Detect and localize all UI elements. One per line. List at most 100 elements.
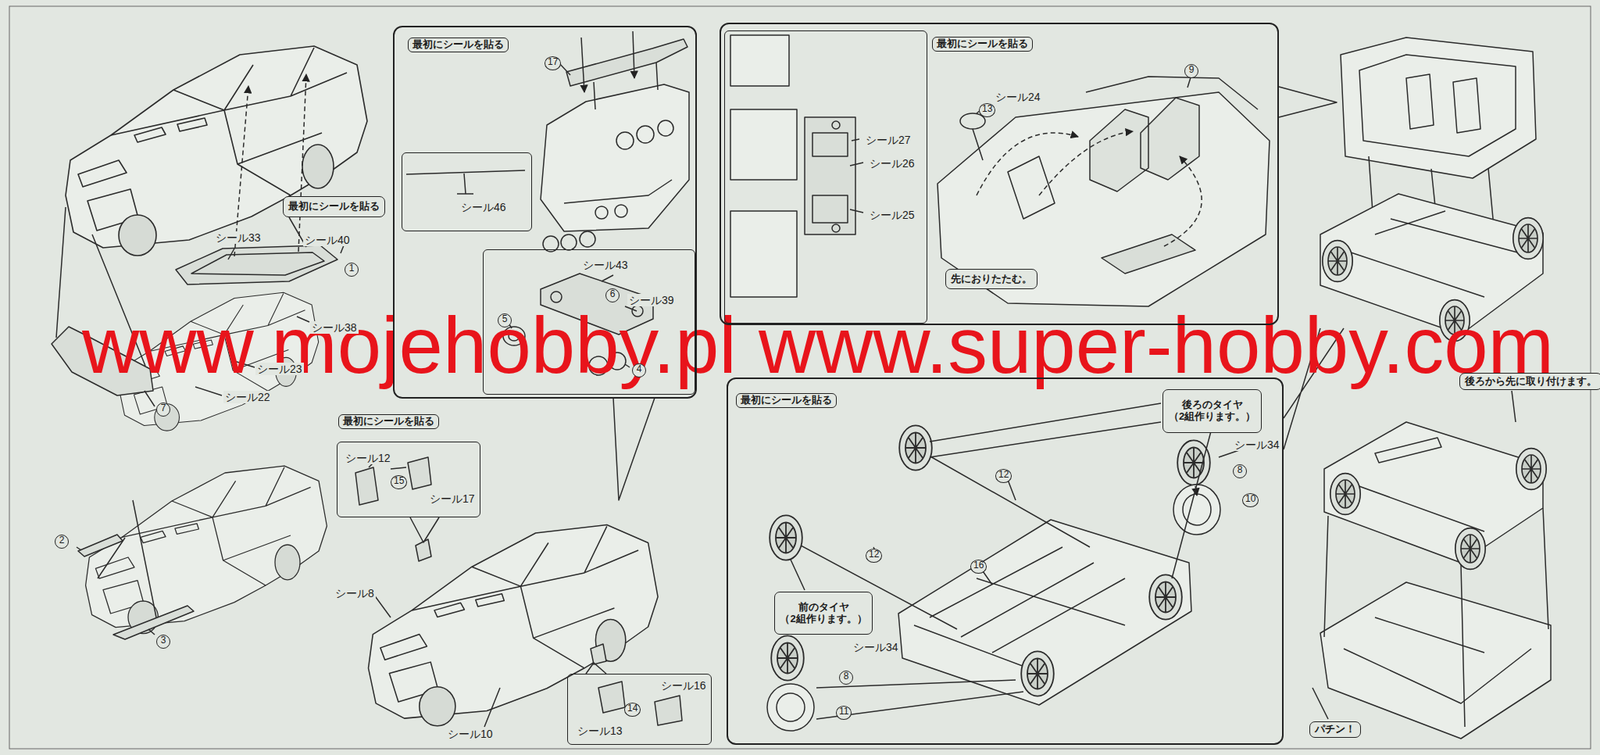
- line-art: [579, 231, 596, 247]
- sticker-number: シール40: [303, 233, 352, 247]
- sticker-number: シール22: [223, 390, 272, 404]
- part-drawing: [771, 635, 804, 680]
- line-art: [1324, 421, 1543, 563]
- sticker-number: シール12: [343, 451, 393, 465]
- sticker-first-tag: 最初にシールを貼る: [282, 196, 386, 218]
- line-art: [581, 37, 585, 93]
- rear-parts-inset: シール436シール3954: [482, 249, 696, 395]
- line-art: [540, 84, 690, 232]
- line-art: [564, 62, 672, 204]
- sticker-number: シール17: [428, 492, 477, 505]
- line-art: [191, 252, 325, 275]
- attach-order-note: 後ろから先に取り付けます。: [1459, 372, 1600, 390]
- sticker-number: シール43: [581, 258, 630, 272]
- line-art: [812, 132, 864, 223]
- callout-number: 8: [1232, 464, 1247, 479]
- line-art: [298, 74, 307, 252]
- mirror-inset: シール16シール1314: [567, 673, 712, 745]
- line-art: [937, 92, 1270, 307]
- line-art: [1007, 76, 1258, 219]
- line-art: [175, 245, 338, 285]
- sticker-number: シール33: [214, 231, 263, 244]
- sticker-number: シール34: [851, 640, 900, 654]
- line-art: [1511, 390, 1516, 422]
- front-tire-note: 前のタイヤ（2組作ります。）: [774, 591, 873, 635]
- step-tag: 最初にシールを貼る: [338, 414, 440, 429]
- sticker-number: シール34: [1232, 438, 1282, 451]
- line-art: [616, 132, 634, 150]
- note-text: 最初にシールを貼る: [288, 200, 380, 213]
- line-art: [898, 519, 1192, 705]
- note-text: （2組作ります。）: [1168, 410, 1256, 423]
- line-art: [76, 500, 157, 635]
- line-art: [1101, 234, 1196, 274]
- part-drawing: [1330, 473, 1361, 515]
- step-tag: 最初にシールを貼る: [735, 392, 837, 408]
- step-tag: 最初にシールを貼る: [407, 37, 509, 53]
- callout-number: 12: [995, 468, 1012, 483]
- callout-number: 13: [978, 103, 996, 118]
- note-text: パチン！: [1314, 723, 1356, 736]
- interior-step-panel: シール27シール26シール25先におりたたむ。最初にシールを貼る: [719, 22, 1279, 325]
- part-drawing: [769, 514, 803, 560]
- note-text: 後ろから先に取り付けます。: [1464, 375, 1597, 388]
- line-art: [595, 206, 608, 219]
- line-art: [1320, 582, 1551, 739]
- line-art: [585, 662, 607, 674]
- line-art: [9, 6, 1591, 749]
- line-art: [406, 170, 525, 194]
- rear-detail-inset: シール46: [401, 152, 533, 232]
- callout-number: 1: [344, 262, 359, 277]
- line-art: [976, 132, 1079, 196]
- line-art: [550, 291, 562, 303]
- line-art: [1089, 97, 1200, 192]
- line-art: [410, 517, 440, 543]
- line-art: [1278, 86, 1337, 118]
- line-art: [355, 457, 432, 505]
- note-text: 先におりたたむ。: [950, 273, 1033, 286]
- callout-number: 10: [1242, 492, 1259, 508]
- callout-number: 8: [839, 670, 854, 685]
- sticker-number: シール46: [459, 200, 508, 214]
- part-drawing: [65, 46, 368, 256]
- part-drawing: [1021, 650, 1054, 696]
- callout-number: 5: [497, 313, 512, 328]
- line-art: [78, 534, 123, 557]
- sticker-number: シール39: [627, 293, 676, 307]
- sticker-number: シール13: [575, 724, 625, 737]
- line-art: [1343, 210, 1524, 297]
- line-art: [972, 75, 1192, 161]
- sticker-number: シール26: [867, 157, 917, 170]
- step-tag: 最初にシールを貼る: [932, 36, 1033, 52]
- line-art: [1164, 156, 1202, 247]
- wheel-step-panel: 後ろのタイヤ（2組作ります。） 前のタイヤ（2組作ります。） 最初にシールを貼る: [726, 377, 1284, 745]
- line-art: [560, 234, 577, 250]
- part-drawing: [1516, 448, 1547, 490]
- part-drawing: [899, 425, 933, 470]
- part-drawing: [1513, 217, 1543, 260]
- part-drawing: [85, 465, 328, 633]
- line-art: [832, 121, 840, 129]
- sticker-number: シール38: [310, 321, 359, 334]
- part-drawing: [1322, 240, 1353, 283]
- line-art: [790, 403, 1211, 719]
- note-text: 後ろのタイヤ: [1182, 399, 1243, 411]
- line-art: [415, 539, 607, 665]
- sticker-number: シール23: [255, 362, 304, 375]
- line-art: [1173, 484, 1221, 535]
- line-art: [1340, 37, 1536, 179]
- sticker-number: シール27: [864, 133, 913, 147]
- part-drawing: [1149, 574, 1183, 619]
- line-art: [914, 546, 1125, 672]
- line-art: [832, 224, 840, 233]
- callout-number: 11: [835, 705, 852, 720]
- rear-tire-note: 後ろのタイヤ（2組作ります。）: [1162, 389, 1262, 433]
- callout-number: 17: [544, 56, 561, 71]
- line-art: [1343, 437, 1485, 532]
- line-art: [789, 449, 1090, 629]
- line-art: [566, 39, 688, 86]
- callout-number: 6: [605, 288, 620, 303]
- floor-inset: シール27シール26シール25: [724, 30, 928, 324]
- sticker-number: シール16: [659, 678, 708, 692]
- line-art: [1039, 131, 1133, 196]
